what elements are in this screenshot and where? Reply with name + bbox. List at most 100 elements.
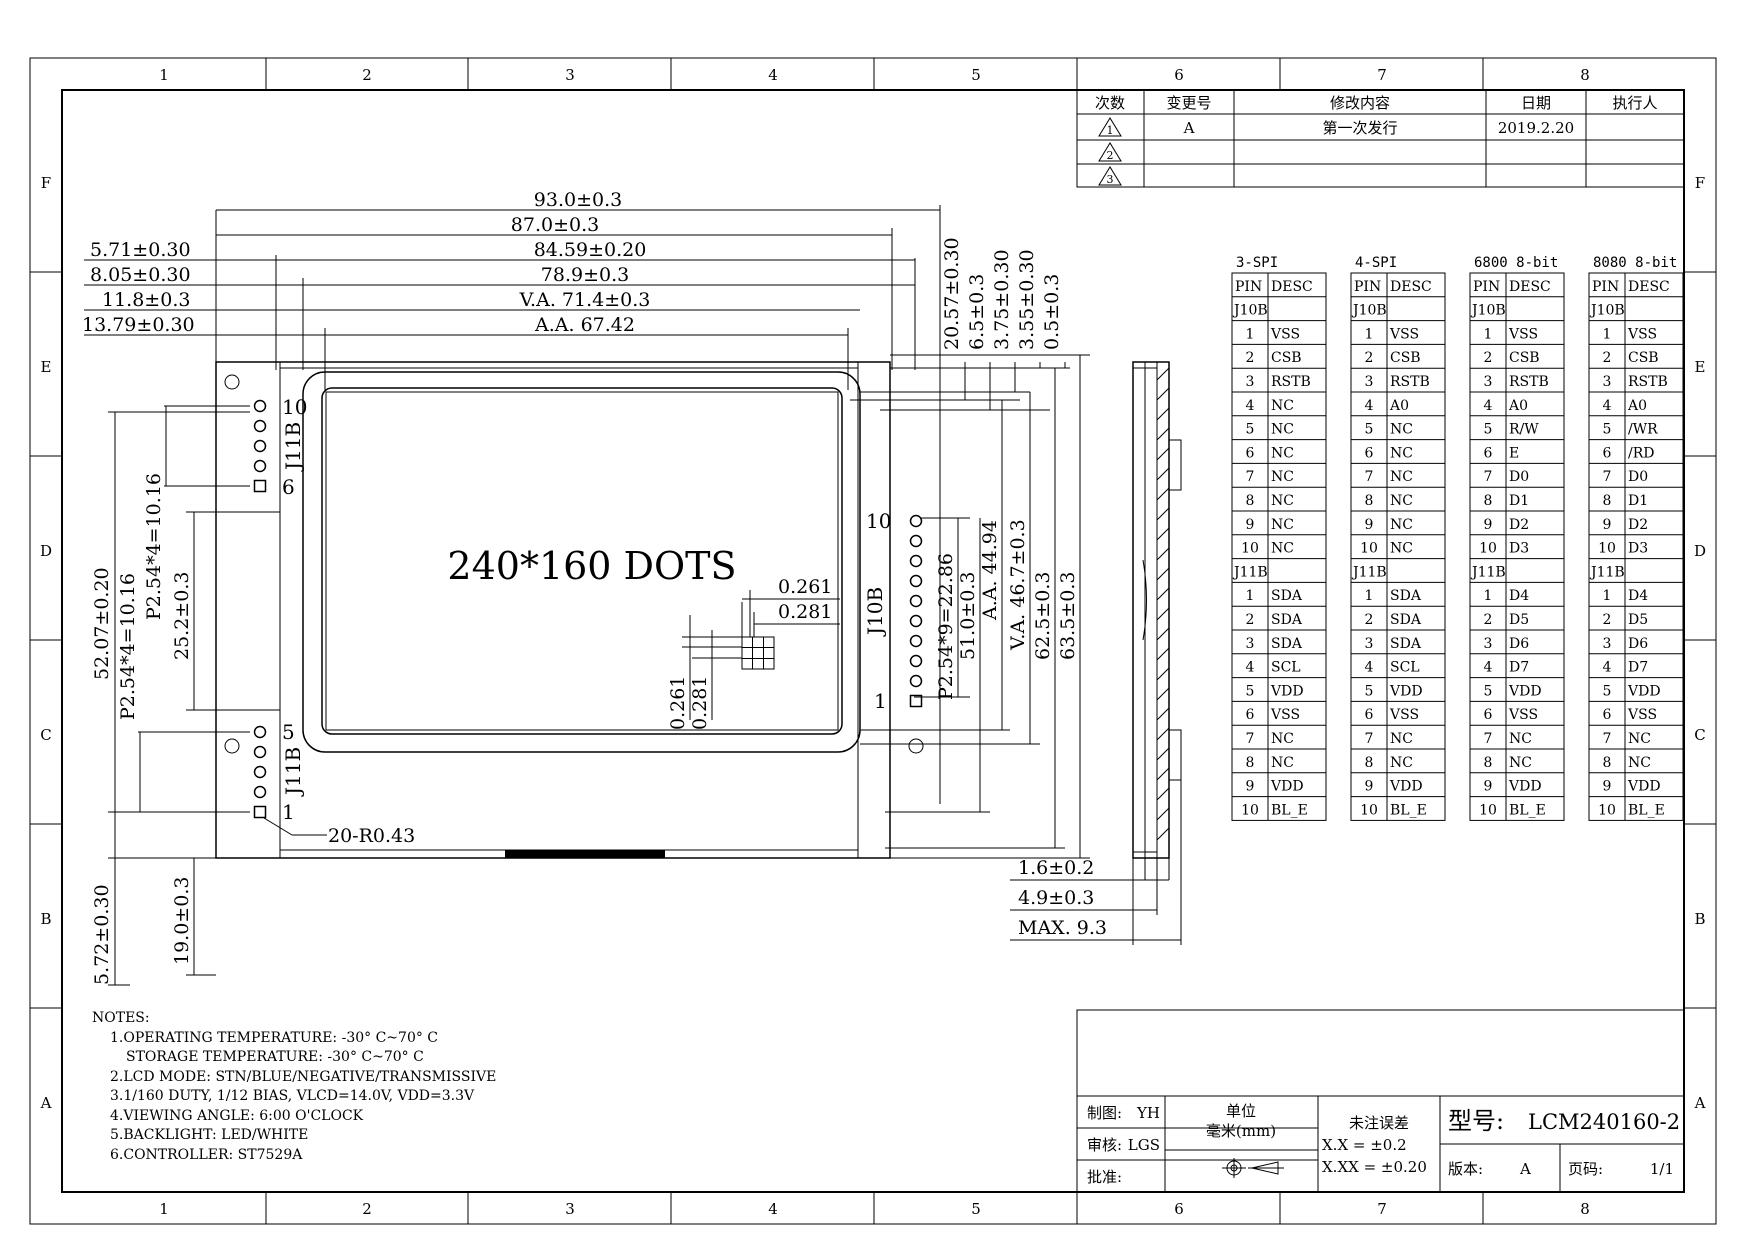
dim-glass-thickness: 1.6±0.2 bbox=[1018, 857, 1094, 879]
inner-frame bbox=[61, 89, 1685, 1193]
tb-page: 1/1 bbox=[1650, 1160, 1674, 1178]
dim-width-glass: 78.9±0.3 bbox=[541, 264, 629, 286]
rev-header-date: 日期 bbox=[1521, 94, 1551, 112]
tb-drawn-by: YH bbox=[1136, 1104, 1160, 1122]
pin-group-label: J10B bbox=[1470, 303, 1506, 319]
dim-max-thickness: MAX. 9.3 bbox=[1018, 917, 1107, 939]
grid-row-right-e: E bbox=[1695, 358, 1706, 376]
rev-triangle-icons bbox=[1098, 117, 1122, 186]
pin-number: 1 bbox=[1603, 326, 1612, 342]
grid-labels: 1 2 3 4 5 6 7 8 1 2 3 4 5 6 7 8 F E D C … bbox=[40, 66, 1706, 1218]
pin-desc: RSTB bbox=[1271, 374, 1311, 390]
pin-desc: SDA bbox=[1390, 612, 1422, 628]
pin-number: 9 bbox=[1484, 779, 1493, 795]
grid-row-left-c: C bbox=[40, 726, 51, 744]
dim-j11b-gap: 25.2±0.3 bbox=[171, 572, 193, 660]
tb-page-label: 页码: bbox=[1568, 1160, 1603, 1178]
pin-desc: VSS bbox=[1627, 707, 1657, 723]
pin-number: 9 bbox=[1246, 517, 1255, 533]
pin-number: 2 bbox=[1484, 612, 1493, 628]
pin-number: 1 bbox=[1246, 588, 1255, 604]
j11b-bottom-pins bbox=[253, 725, 267, 819]
tb-approve-label: 批准: bbox=[1087, 1168, 1122, 1186]
pin-desc: D3 bbox=[1509, 541, 1529, 557]
pin-number: 5 bbox=[1365, 422, 1374, 438]
pin-group-label: J11B bbox=[1470, 564, 1506, 580]
pin-number: 8 bbox=[1365, 755, 1374, 771]
pin-desc: R/W bbox=[1509, 422, 1539, 438]
lcm-side-view: 1.6±0.2 4.9±0.3 MAX. 9.3 bbox=[1010, 361, 1182, 945]
pin-label-j10b-1: 1 bbox=[874, 689, 887, 713]
dim-width-va: V.A. 71.4±0.3 bbox=[519, 289, 651, 311]
rev-header-by: 执行人 bbox=[1612, 94, 1657, 112]
active-area bbox=[325, 391, 839, 731]
pin-desc: D7 bbox=[1509, 660, 1529, 676]
pin-group-label: J10B bbox=[1351, 303, 1387, 319]
grid-row-left-e: E bbox=[41, 358, 52, 376]
dim-pixel-pitch-x: 0.281 bbox=[778, 601, 832, 623]
pin-desc: D3 bbox=[1628, 541, 1648, 557]
pin-desc: BL_E bbox=[1628, 802, 1665, 818]
tb-tolerance-label: 未注误差 bbox=[1349, 1114, 1409, 1132]
pin-group-label: J10B bbox=[1589, 303, 1625, 319]
tb-drawn-label: 制图: bbox=[1087, 1104, 1122, 1122]
pin-number: 1 bbox=[1603, 588, 1612, 604]
desc-col-header: DESC bbox=[1390, 279, 1432, 295]
pin-number: 3 bbox=[1365, 636, 1374, 652]
pin-number: 9 bbox=[1484, 517, 1493, 533]
pin-desc: NC bbox=[1390, 541, 1413, 557]
j11b-top-pins bbox=[253, 399, 267, 493]
pin-number: 5 bbox=[1603, 422, 1612, 438]
grid-col-bot-7: 7 bbox=[1377, 1200, 1387, 1218]
pin-table-mode: 8080 8-bit bbox=[1593, 255, 1677, 271]
grid-lines bbox=[30, 58, 1716, 1224]
pin-desc: SDA bbox=[1390, 636, 1422, 652]
pin-number: 6 bbox=[1484, 445, 1493, 461]
tb-check-label: 审核: bbox=[1087, 1136, 1122, 1154]
mount-hole-bottom-left-icon bbox=[224, 738, 240, 754]
pin-number: 9 bbox=[1365, 779, 1374, 795]
dim-height-51: 51.0±0.3 bbox=[957, 572, 979, 660]
pin-desc: VSS bbox=[1627, 326, 1657, 342]
pin-number: 6 bbox=[1246, 445, 1255, 461]
pin-desc: D5 bbox=[1509, 612, 1529, 628]
pin-number: 3 bbox=[1603, 374, 1612, 390]
pin-desc: BL_E bbox=[1390, 802, 1427, 818]
pin-desc: CSB bbox=[1509, 350, 1540, 366]
pin-number: 7 bbox=[1365, 731, 1374, 747]
rev-header-content: 修改内容 bbox=[1330, 94, 1390, 112]
pin-number: 5 bbox=[1246, 683, 1255, 699]
rev-row3-num: 3 bbox=[1107, 173, 1114, 186]
pin-number: 2 bbox=[1246, 350, 1255, 366]
tb-model-label: 型号: bbox=[1448, 1107, 1504, 1135]
pin-desc: VDD bbox=[1508, 683, 1542, 699]
pin-desc: VSS bbox=[1270, 326, 1300, 342]
pin-number: 1 bbox=[1365, 326, 1374, 342]
pin-number: 10 bbox=[1360, 802, 1378, 818]
pin-desc: VDD bbox=[1627, 683, 1661, 699]
pin-number: 8 bbox=[1603, 755, 1612, 771]
pin-desc: D5 bbox=[1628, 612, 1648, 628]
pin-label-j11b-top-6: 6 bbox=[282, 475, 295, 499]
pin-desc: /WR bbox=[1628, 422, 1658, 438]
desc-col-header: DESC bbox=[1271, 279, 1313, 295]
note-viewing-angle: 4.VIEWING ANGLE: 6:00 O'CLOCK bbox=[110, 1108, 364, 1124]
tb-unit-label: 单位 bbox=[1226, 1102, 1256, 1120]
pin-number: 4 bbox=[1484, 660, 1493, 676]
connector-label-j10b: J10B bbox=[863, 587, 887, 637]
pin-number: 10 bbox=[1241, 541, 1259, 557]
pin-desc: VSS bbox=[1270, 707, 1300, 723]
fpc-tail bbox=[505, 850, 665, 858]
pin-number: 6 bbox=[1484, 707, 1493, 723]
pin-number: 7 bbox=[1484, 469, 1493, 485]
dim-height-62-5: 62.5±0.3 bbox=[1032, 572, 1054, 660]
pin-desc: RSTB bbox=[1509, 374, 1549, 390]
pin-desc: A0 bbox=[1508, 398, 1528, 414]
top-dimension-labels: 93.0±0.3 87.0±0.3 84.59±0.20 78.9±0.3 V.… bbox=[82, 189, 650, 336]
dim-left-offset-1: 5.71±0.30 bbox=[90, 239, 191, 261]
pin-desc: CSB bbox=[1271, 350, 1302, 366]
dim-pixel-height: 0.261 bbox=[667, 676, 689, 730]
pin-number: 4 bbox=[1603, 660, 1612, 676]
